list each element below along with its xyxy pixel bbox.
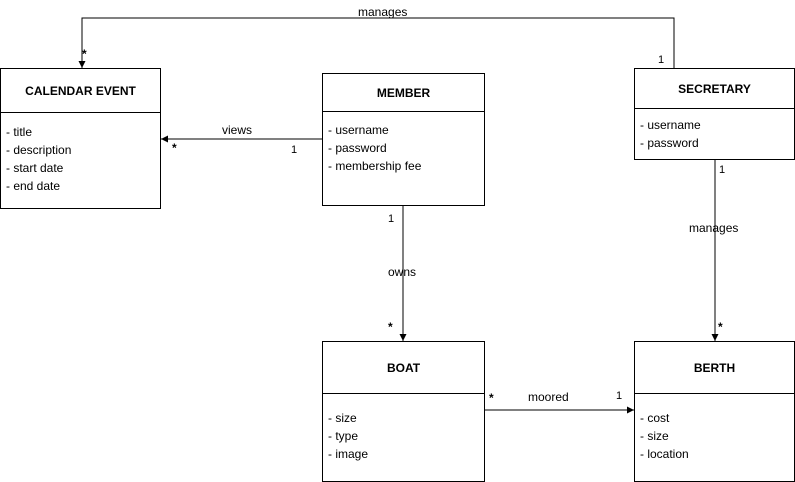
association-label-moored: moored [528,390,569,404]
class-berth[interactable]: BERTH - cost - size - location [634,341,795,482]
multiplicity-boat-berth-source: * [489,391,494,405]
multiplicity-boat-berth-target: 1 [616,390,623,402]
class-member[interactable]: MEMBER - username - password - membershi… [322,73,485,206]
attribute: - password [640,136,699,150]
edge-secretary-calendar [78,17,675,68]
attribute: - username [640,118,701,132]
multiplicity-member-boat-source: 1 [388,213,395,225]
attribute: - size [640,429,669,443]
association-label-manages-calendar: manages [358,5,408,19]
class-secretary[interactable]: SECRETARY - username - password [634,68,795,160]
multiplicity-secretary-berth-target: * [718,320,723,334]
attribute: - membership fee [328,159,422,173]
class-boat-attributes: - size - type - image [328,409,480,463]
association-label-manages-berth: manages [689,221,739,235]
multiplicity-member-calendar-target: * [172,141,177,155]
attribute: - size [328,411,357,425]
attribute: - password [328,141,387,155]
multiplicity-secretary-calendar-source: 1 [658,54,665,66]
class-calendar-event-attributes: - title - description - start date - end… [6,123,156,195]
attribute: - description [6,143,72,157]
attribute: - type [328,429,359,443]
class-secretary-attributes: - username - password [640,116,790,152]
attribute: - cost [640,411,670,425]
multiplicity-member-boat-target: * [388,320,393,334]
class-boat[interactable]: BOAT - size - type - image [322,341,485,482]
class-berth-attributes: - cost - size - location [640,409,790,463]
class-member-title: MEMBER [323,74,484,112]
class-boat-title: BOAT [323,342,484,394]
attribute: - image [328,447,369,461]
class-calendar-event-title: CALENDAR EVENT [1,69,160,113]
multiplicity-secretary-berth-source: 1 [719,164,726,176]
attribute: - location [640,447,689,461]
class-member-attributes: - username - password - membership fee [328,121,480,175]
attribute: - start date [6,161,64,175]
class-calendar-event[interactable]: CALENDAR EVENT - title - description - s… [0,68,161,209]
attribute: - end date [6,179,61,193]
multiplicity-member-calendar-source: 1 [291,144,298,156]
association-label-owns: owns [388,265,417,279]
association-label-views: views [222,123,253,137]
class-berth-title: BERTH [635,342,794,394]
class-secretary-title: SECRETARY [635,69,794,109]
attribute: - title [6,125,33,139]
attribute: - username [328,123,389,137]
multiplicity-secretary-calendar-target: * [82,47,87,61]
